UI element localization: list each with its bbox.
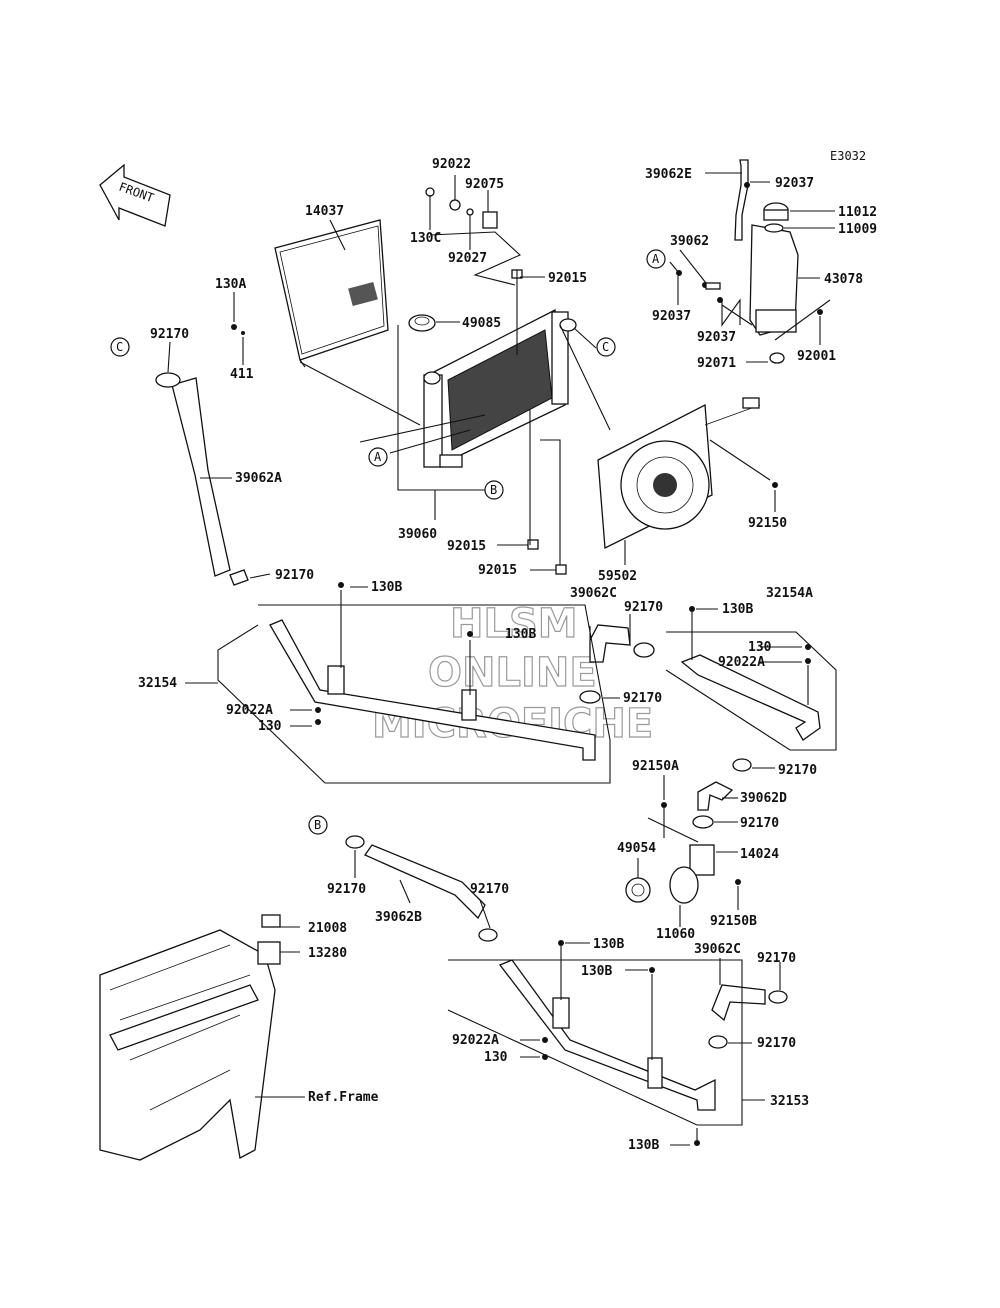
label-92071: 92071 — [697, 356, 736, 371]
hose-39062A — [155, 372, 249, 586]
svg-text:A: A — [374, 450, 382, 464]
label-130B-1: 130B — [371, 580, 402, 595]
watermark-line1: HLSM — [450, 601, 578, 647]
label-92170-4: 92170 — [623, 691, 662, 706]
label-11012: 11012 — [838, 205, 877, 220]
label-13280: 13280 — [308, 946, 347, 961]
pipe-32154 — [269, 619, 596, 761]
diagram-code: E3032 — [830, 149, 866, 163]
label-43078: 43078 — [824, 272, 863, 287]
svg-text:C: C — [602, 340, 609, 354]
label-32154A: 32154A — [766, 586, 813, 601]
label-92170-9: 92170 — [757, 951, 796, 966]
hose-39062C-upper — [579, 624, 655, 704]
label-11060: 11060 — [656, 927, 695, 942]
hose-39062C-lower — [708, 984, 788, 1049]
callout-c-left — [110, 337, 130, 357]
label-39062: 39062 — [670, 234, 709, 249]
label-92037-left: 92037 — [652, 309, 691, 324]
label-130B-center: 130B — [505, 627, 536, 642]
label-39062C-2: 39062C — [694, 942, 741, 957]
leader-lines — [167, 172, 837, 1146]
label-92022A-2: 92022A — [718, 655, 765, 670]
label-11009: 11009 — [838, 222, 877, 237]
svg-text:C: C — [116, 340, 123, 354]
label-39062D: 39062D — [740, 791, 787, 806]
label-92170-c: 92170 — [150, 327, 189, 342]
label-92150: 92150 — [748, 516, 787, 531]
label-130B-5: 130B — [628, 1138, 659, 1153]
label-130-2: 130 — [748, 640, 772, 655]
label-39062A: 39062A — [235, 471, 282, 486]
label-92037-top: 92037 — [775, 176, 814, 191]
label-ref-frame: Ref.Frame — [308, 1090, 379, 1105]
label-130-1: 130 — [258, 719, 282, 734]
label-130B-4: 130B — [581, 964, 612, 979]
label-92170-5: 92170 — [778, 763, 817, 778]
fan-assembly — [597, 397, 761, 550]
label-39062E: 39062E — [645, 167, 692, 182]
radiator — [423, 308, 577, 468]
label-92170-7: 92170 — [327, 882, 366, 897]
svg-text:B: B — [314, 818, 321, 832]
callout-a-radiator — [368, 447, 388, 467]
label-130B-3: 130B — [593, 937, 624, 952]
label-92170-2: 92170 — [275, 568, 314, 583]
label-39062C-1: 39062C — [570, 586, 617, 601]
callout-c-right — [596, 337, 616, 357]
reservoir-tank — [734, 159, 799, 364]
label-49054: 49054 — [617, 841, 656, 856]
pipe-32154A — [680, 654, 821, 772]
label-130A: 130A — [215, 277, 246, 292]
pipe-32153 — [498, 959, 716, 1111]
front-arrow-icon: FRONT — [99, 163, 171, 227]
fasteners — [231, 182, 823, 1146]
svg-text:B: B — [490, 483, 497, 497]
label-49085: 49085 — [462, 316, 501, 331]
label-92015-top: 92015 — [548, 271, 587, 286]
label-92022A-1: 92022A — [226, 703, 273, 718]
label-39062B: 39062B — [375, 910, 422, 925]
label-32153: 32153 — [770, 1094, 809, 1109]
callout-a-tank — [646, 249, 666, 269]
hose-39062B — [345, 835, 498, 942]
label-92170-8: 92170 — [470, 882, 509, 897]
label-130C: 130C — [410, 231, 441, 246]
svg-text:A: A — [652, 252, 660, 266]
callout-b-radiator — [484, 480, 504, 500]
label-92150A: 92150A — [632, 759, 679, 774]
label-92015-low: 92015 — [478, 563, 517, 578]
label-92037-right: 92037 — [697, 330, 736, 345]
label-130-3: 130 — [484, 1050, 508, 1065]
watermark-line2: ONLINE — [428, 650, 597, 696]
label-92150B: 92150B — [710, 914, 757, 929]
thermostat-housing — [625, 781, 734, 904]
label-92022: 92022 — [432, 157, 471, 172]
label-92015-mid: 92015 — [447, 539, 486, 554]
label-39060: 39060 — [398, 527, 437, 542]
part-labels: 14037 130A 411 92170 39062A 92022 92075 … — [138, 157, 877, 1153]
label-92022A-3: 92022A — [452, 1033, 499, 1048]
callouts: C C A B A B — [110, 249, 666, 835]
radiator-cap — [408, 314, 436, 332]
radiator-screen — [274, 219, 389, 368]
label-14037: 14037 — [305, 204, 344, 219]
label-92001: 92001 — [797, 349, 836, 364]
label-59502: 59502 — [598, 569, 637, 584]
label-92170-3: 92170 — [624, 600, 663, 615]
label-32154: 32154 — [138, 676, 177, 691]
label-92170-10: 92170 — [757, 1036, 796, 1051]
label-21008: 21008 — [308, 921, 347, 936]
label-14024: 14024 — [740, 847, 779, 862]
label-92170-6: 92170 — [740, 816, 779, 831]
callout-b-hose — [308, 815, 328, 835]
label-411: 411 — [230, 367, 254, 382]
label-130B-2: 130B — [722, 602, 753, 617]
frame — [99, 914, 281, 1161]
label-92075: 92075 — [465, 177, 504, 192]
label-92027: 92027 — [448, 251, 487, 266]
